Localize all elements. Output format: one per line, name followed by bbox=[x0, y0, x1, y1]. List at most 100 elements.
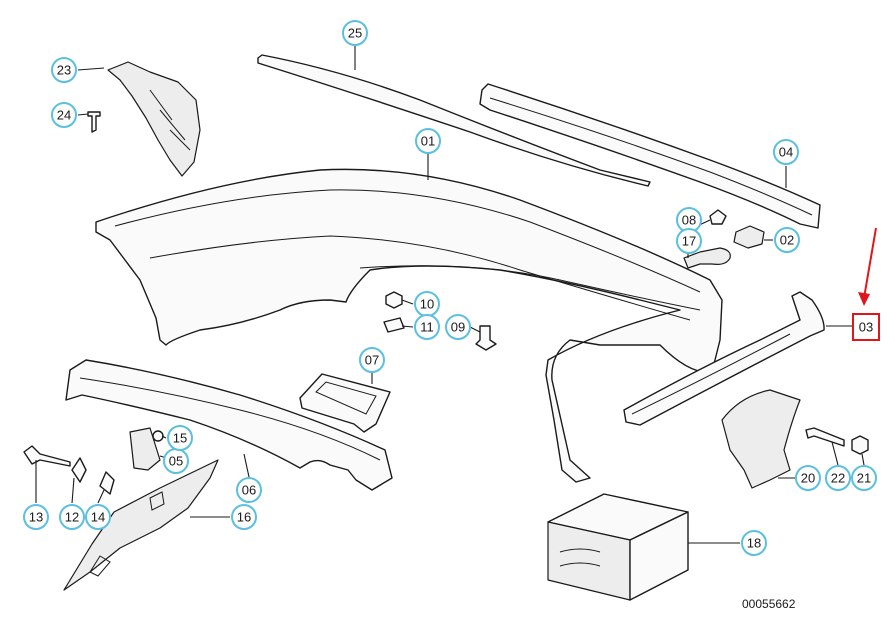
callout-label: 03 bbox=[859, 320, 873, 335]
callout-circle bbox=[359, 347, 385, 373]
callout-06: 06 bbox=[236, 477, 262, 503]
part-01-edge-line bbox=[114, 189, 701, 293]
leader-lines bbox=[35, 46, 865, 544]
callout-label: 01 bbox=[421, 134, 435, 149]
highlight-arrow bbox=[858, 227, 877, 306]
callout-label: 06 bbox=[242, 483, 256, 498]
callout-03: 03 bbox=[852, 313, 880, 341]
callout-circle bbox=[741, 530, 767, 556]
part-01-inner-line bbox=[359, 265, 701, 311]
part-01-crease-line bbox=[149, 235, 691, 321]
part-23-detail bbox=[149, 89, 191, 151]
callout-circle bbox=[415, 128, 441, 154]
callout-04: 04 bbox=[773, 139, 799, 165]
callout-label: 04 bbox=[779, 145, 793, 160]
callout-circle bbox=[342, 20, 368, 46]
callout-circle bbox=[167, 425, 193, 451]
callout-circle bbox=[851, 465, 877, 491]
callout-circle bbox=[445, 314, 471, 340]
callout-circle bbox=[231, 504, 257, 530]
callout-circle bbox=[676, 228, 702, 254]
callout-23: 23 bbox=[51, 57, 77, 83]
callout-label: 24 bbox=[57, 108, 71, 123]
callout-15: 15 bbox=[167, 425, 193, 451]
callout-label: 05 bbox=[169, 454, 183, 469]
part-18-detail bbox=[559, 548, 601, 567]
part-12-clip bbox=[71, 457, 87, 483]
callout-label: 10 bbox=[420, 297, 434, 312]
callout-16: 16 bbox=[231, 504, 257, 530]
callout-08: 08 bbox=[676, 207, 702, 233]
callout-label: 13 bbox=[29, 510, 43, 525]
part-03-side-section bbox=[623, 291, 825, 426]
part-21-nut bbox=[851, 435, 869, 455]
part-15-grommet bbox=[152, 430, 164, 442]
callout-05: 05 bbox=[163, 448, 189, 474]
callout-group: 01 02 03 04 05 06 07 08 09 10 11 12 13 14 15 16 17 18 20 21… bbox=[23, 20, 880, 556]
part-04-support-rail bbox=[479, 83, 821, 229]
callout-11: 11 bbox=[414, 314, 440, 340]
callout-circle bbox=[795, 465, 821, 491]
callout-label: 08 bbox=[682, 213, 696, 228]
part-11-clip bbox=[383, 317, 405, 333]
callout-07: 07 bbox=[359, 347, 385, 373]
callout-17: 17 bbox=[676, 228, 702, 254]
callout-label: 20 bbox=[801, 471, 815, 486]
part-22-bolt bbox=[805, 427, 845, 447]
callout-label: 25 bbox=[348, 26, 362, 41]
callout-18: 18 bbox=[741, 530, 767, 556]
callout-label: 17 bbox=[682, 234, 696, 249]
callout-13: 13 bbox=[23, 504, 49, 530]
part-07-detail bbox=[315, 381, 377, 415]
callout-circle bbox=[85, 504, 111, 530]
part-08-clip bbox=[709, 209, 727, 225]
part-03-detail bbox=[631, 333, 791, 415]
part-07-plate-holder bbox=[299, 373, 391, 433]
callout-24: 24 bbox=[51, 102, 77, 128]
part-20-arch-liner bbox=[721, 389, 801, 489]
drawing-reference-code: 00055662 bbox=[742, 597, 796, 611]
callout-label: 12 bbox=[65, 510, 79, 525]
callout-highlight-box bbox=[852, 313, 880, 341]
part-17-tow-eye bbox=[683, 247, 731, 269]
part-01-bumper-shell bbox=[95, 168, 723, 483]
callout-label: 18 bbox=[747, 536, 761, 551]
callout-label: 14 bbox=[91, 510, 105, 525]
callout-label: 22 bbox=[831, 471, 845, 486]
part-06-detail bbox=[79, 377, 381, 461]
callout-label: 16 bbox=[237, 510, 251, 525]
part-16-lower-panel bbox=[63, 459, 219, 591]
callout-circle bbox=[51, 57, 77, 83]
callout-label: 23 bbox=[57, 63, 71, 78]
callout-circle bbox=[825, 465, 851, 491]
callout-label: 15 bbox=[173, 431, 187, 446]
part-25-trim-strip bbox=[257, 54, 651, 187]
part-18-box-side bbox=[629, 511, 689, 601]
callout-circle bbox=[51, 102, 77, 128]
callout-12: 12 bbox=[59, 504, 85, 530]
part-09-bolt bbox=[475, 325, 497, 351]
callout-label: 02 bbox=[780, 233, 794, 248]
part-05-bracket bbox=[129, 427, 161, 471]
part-14-clip bbox=[99, 471, 115, 495]
callout-circle bbox=[23, 504, 49, 530]
part-23-side-bracket bbox=[107, 61, 201, 177]
part-10-nut bbox=[385, 291, 403, 309]
callout-02: 02 bbox=[774, 227, 800, 253]
callout-20: 20 bbox=[795, 465, 821, 491]
part-04-detail bbox=[489, 97, 813, 216]
callout-21: 21 bbox=[851, 465, 877, 491]
callout-circle bbox=[59, 504, 85, 530]
part-16-detail bbox=[89, 491, 165, 577]
callout-circle bbox=[414, 314, 440, 340]
callout-circle bbox=[774, 227, 800, 253]
callout-label: 11 bbox=[420, 320, 434, 335]
callout-09: 09 bbox=[445, 314, 471, 340]
callout-22: 22 bbox=[825, 465, 851, 491]
callout-01: 01 bbox=[415, 128, 441, 154]
callout-circle bbox=[773, 139, 799, 165]
callout-14: 14 bbox=[85, 504, 111, 530]
part-24-screw bbox=[87, 111, 101, 133]
